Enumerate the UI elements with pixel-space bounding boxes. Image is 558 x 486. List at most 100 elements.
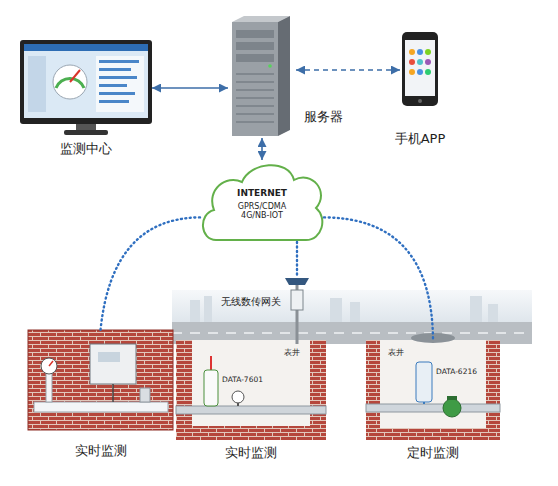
node-box: 手机APP xyxy=(400,32,440,108)
sensor xyxy=(140,388,150,402)
drive-bay xyxy=(236,30,274,38)
table-row xyxy=(99,84,127,87)
water-meter xyxy=(443,399,461,417)
pressure-gauge xyxy=(41,358,57,374)
data-link xyxy=(324,217,433,340)
node-label: INTERNET xyxy=(237,188,287,198)
well-wall xyxy=(310,340,326,440)
sky-band xyxy=(172,290,532,322)
monitor-bezel xyxy=(20,40,152,124)
node-label: 实时监测 xyxy=(75,444,127,459)
node-label: 无线数传网关 xyxy=(221,296,281,308)
app-icon xyxy=(409,59,415,65)
brick-wall xyxy=(28,330,173,430)
node-label: 监测中心 xyxy=(60,142,112,157)
table-row xyxy=(99,92,135,95)
skyline xyxy=(204,296,212,322)
node-label: 服务器 xyxy=(304,110,343,125)
riser-pipe xyxy=(46,372,52,402)
skyline xyxy=(488,304,498,322)
cloud-outline xyxy=(203,165,322,240)
well-floor xyxy=(366,428,500,440)
screen-panel xyxy=(28,56,46,112)
drive-bay xyxy=(236,42,274,50)
meter-head xyxy=(447,396,457,400)
meter-well xyxy=(366,333,500,440)
app-icon xyxy=(425,59,431,65)
phone-screen xyxy=(405,40,435,96)
gauge xyxy=(53,65,87,99)
node-label: 表井 xyxy=(284,348,300,357)
road-scene xyxy=(172,290,532,344)
monitor-stand xyxy=(76,124,96,130)
app-icon xyxy=(409,69,415,75)
table-row xyxy=(99,76,137,79)
screen-table xyxy=(96,56,144,112)
skyline xyxy=(350,302,360,322)
solar-panel xyxy=(285,278,309,285)
cloud xyxy=(203,165,322,240)
drive-bay xyxy=(236,54,274,62)
monitor-device xyxy=(90,344,136,384)
server-front xyxy=(232,22,278,136)
monitor xyxy=(20,40,152,135)
table-row xyxy=(99,68,131,71)
node-box: 服务器 xyxy=(228,18,296,138)
node-label: 手机APP xyxy=(395,132,446,147)
arrow-connector xyxy=(261,138,263,160)
app-icon xyxy=(409,49,415,55)
arrow-connector xyxy=(152,87,228,89)
app-icon xyxy=(417,49,423,55)
water-pipe xyxy=(176,406,326,414)
node-box: 表井DATA-6216定时监测 xyxy=(366,340,500,440)
pressure-gauge xyxy=(232,391,244,403)
road-stripe xyxy=(172,332,532,334)
node-box: 实时监测 xyxy=(28,330,173,434)
well-interior xyxy=(380,340,486,428)
skyline xyxy=(470,296,482,322)
node-box: 无线数传网关 xyxy=(287,278,307,312)
sensor-cable xyxy=(112,384,114,402)
well-wall xyxy=(176,340,192,440)
data-device xyxy=(416,362,432,402)
node-label: GPRS/CDMA 4G/NB-IOT xyxy=(230,202,294,220)
antenna xyxy=(210,356,212,370)
well-wall xyxy=(486,340,500,440)
power-led xyxy=(268,64,272,68)
data-link xyxy=(296,242,298,278)
data-link xyxy=(101,217,201,330)
gateway-box xyxy=(291,290,303,310)
app-icon xyxy=(417,59,423,65)
arrow-connector xyxy=(296,69,400,71)
well-wall xyxy=(366,340,380,440)
gauge-needle xyxy=(49,361,53,366)
gauge-needle xyxy=(70,70,80,82)
device-display xyxy=(98,352,120,362)
app-icon xyxy=(417,69,423,75)
table-row xyxy=(99,100,129,103)
node-label: 定时监测 xyxy=(407,446,459,461)
node-label: 实时监测 xyxy=(225,446,277,461)
gauge-arc xyxy=(56,78,84,88)
table-row xyxy=(99,60,139,63)
device-cable xyxy=(423,402,425,404)
monitor-base xyxy=(64,130,108,135)
node-label: DATA-6216 xyxy=(436,368,477,377)
home-button xyxy=(418,99,422,103)
phone xyxy=(402,32,438,106)
meter-well xyxy=(176,340,326,440)
node-box: 监测中心 xyxy=(20,40,152,136)
monitor-screen xyxy=(24,44,148,118)
water-pipe xyxy=(366,404,500,412)
node-box: INTERNET GPRS/CDMA 4G/NB-IOT xyxy=(200,160,324,242)
server-vents xyxy=(236,74,274,122)
data-device xyxy=(204,370,218,406)
phone-body xyxy=(402,32,438,106)
site-wall xyxy=(28,330,173,430)
node-box: 表井DATA-7601实时监测 xyxy=(176,340,326,440)
gateway xyxy=(285,278,309,344)
node-label: DATA-7601 xyxy=(222,376,263,385)
app-icon xyxy=(425,69,431,75)
